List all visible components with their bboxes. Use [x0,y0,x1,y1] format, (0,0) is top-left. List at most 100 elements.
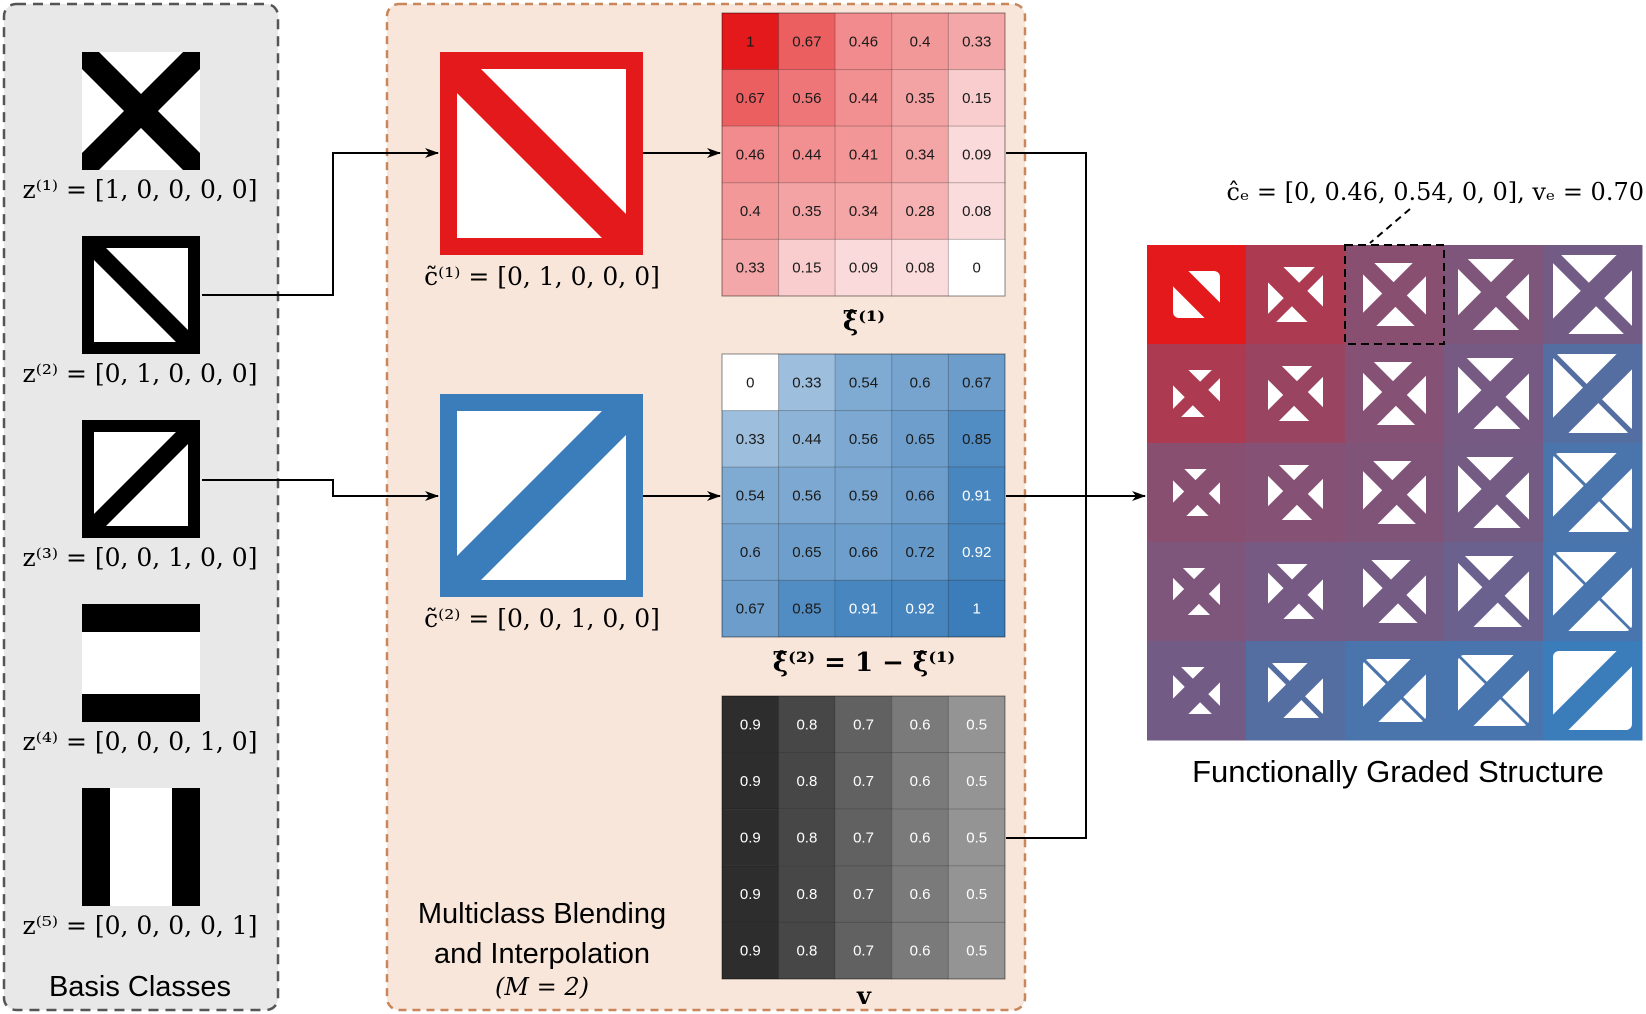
matrix-cell-value: 0.33 [736,431,765,448]
matrix-cell [947,523,1006,581]
matrix-cell [834,125,893,184]
matrix-cell [778,69,836,127]
selected-class-label: c̃⁽¹⁾ = [0, 1, 0, 0, 0] [424,262,660,291]
matrix-cell-value: 0.44 [792,431,821,448]
matrix-cell-value: 0.56 [792,90,821,107]
matrix-cell-value: 0.6 [910,374,931,391]
matrix-cell-value: 0.33 [962,33,991,50]
matrix-cell [834,466,893,525]
matrix-cell-value: 0.85 [792,601,821,618]
structure-cell-hole [1246,443,1345,542]
structure-cell-hole [1147,641,1246,740]
matrix-cell [834,579,893,638]
selected-class-label: c̃⁽²⁾ = [0, 0, 1, 0, 0] [424,604,660,633]
matrix-cell-value: 0.28 [905,203,934,220]
matrix-cell-value: 0.72 [905,544,934,561]
matrix-cell-value: 0.7 [853,830,874,847]
structure-cell-hole [1444,641,1543,740]
matrix-cell [834,523,893,581]
diagonal-down-icon [440,52,643,255]
basis-class-label: z⁽²⁾ = [0, 1, 0, 0, 0] [23,359,258,388]
matrix-cell-value: 0.8 [796,886,817,903]
matrix-xi-2-label: ξ̂⁽²⁾ = 1 − ξ̂⁽¹⁾ [773,648,955,678]
matrix-cell [778,752,836,810]
structure-cell-hole [1543,344,1642,443]
matrix-cell-value: 0.65 [792,544,821,561]
matrix-cell-value: 0.46 [849,33,878,50]
matrix-cell [891,238,949,297]
matrix-cell-value: 0.6 [910,886,931,903]
basis-class-1: z⁽¹⁾ = [1, 0, 0, 0, 0] [23,52,257,204]
structure-title: Functionally Graded Structure [1192,754,1604,789]
vertical-bars-icon [82,788,200,906]
matrix-cell [778,466,836,525]
matrix-cell [891,523,949,581]
matrix-cell [778,353,836,412]
matrix-cell-value: 0.33 [792,374,821,391]
basis-class-label: z⁽⁴⁾ = [0, 0, 0, 1, 0] [23,727,258,756]
matrix-cell-value: 0.56 [792,488,821,505]
basis-class-label: z⁽³⁾ = [0, 0, 1, 0, 0] [23,543,258,572]
matrix-cell-value: 0.7 [853,886,874,903]
matrix-cell-value: 0.91 [962,488,991,505]
matrix-cell [947,865,1006,923]
matrix-cell [891,865,949,923]
highlighted-cell-box [1344,244,1445,345]
matrix-cell-value: 0.8 [796,943,817,960]
matrix-cell-value: 0.67 [792,33,821,50]
functionally-graded-structure [1147,244,1643,741]
structure-cell-hole [1543,542,1642,641]
structure-cell-hole [1345,542,1444,641]
matrix-cell [947,752,1006,810]
matrix-cell [947,12,1006,71]
matrix-cell [891,353,949,412]
matrix-cell [721,523,780,581]
matrix-cell-value: 0.7 [853,716,874,733]
structure-cell-hole [1246,344,1345,443]
matrix-cell [891,125,949,184]
matrix-cell-value: 0.33 [736,260,765,277]
structure-cell-hole [1345,641,1444,740]
matrix-cell-value: 0.8 [796,773,817,790]
matrix-border [721,695,1006,980]
matrix-cell [834,752,893,810]
matrix-xi-1-label: ξ̂⁽¹⁾ [843,307,885,337]
matrix-cell [947,353,1006,412]
matrix-cell-value: 0.15 [792,260,821,277]
matrix-cell [947,125,1006,184]
structure-cell-hole [1345,245,1444,344]
matrix-cell [891,12,949,71]
matrix-cell [947,695,1006,754]
structure-cell-hole [1444,443,1543,542]
matrix-cell-value: 0.44 [792,147,821,164]
matrix-cell-value: 0.9 [740,830,761,847]
matrix-cell-value: 0.5 [966,773,987,790]
matrix-cell-value: 0.5 [966,830,987,847]
matrix-cell-value: 0 [973,260,981,277]
matrix-cell [891,579,949,638]
matrix-cell [947,921,1006,980]
matrix-cell-value: 1 [973,601,981,618]
matrix-cell-value: 0.7 [853,773,874,790]
matrix-cell [721,238,780,297]
matrix-cell-value: 0.6 [740,544,761,561]
matrix-cell-value: 0.44 [849,90,878,107]
matrix-cell [834,921,893,980]
matrix-cell-value: 0.15 [962,90,991,107]
matrix-cell [778,182,836,240]
matrix-border [721,12,1006,297]
horizontal-bars-icon [82,604,200,722]
matrix-cell [891,921,949,980]
structure-cell-hole [1345,443,1444,542]
structure-cell-hole [1543,443,1642,542]
matrix-cell [834,808,893,867]
basis-class-3: z⁽³⁾ = [0, 0, 1, 0, 0] [23,420,258,572]
basis-panel-title: Basis Classes [49,971,231,1003]
structure-callout: ĉₑ = [0, 0.46, 0.54, 0, 0], vₑ = 0.70 [1227,178,1644,206]
structure-cell-hole [1345,344,1444,443]
matrix-cell [947,410,1006,468]
